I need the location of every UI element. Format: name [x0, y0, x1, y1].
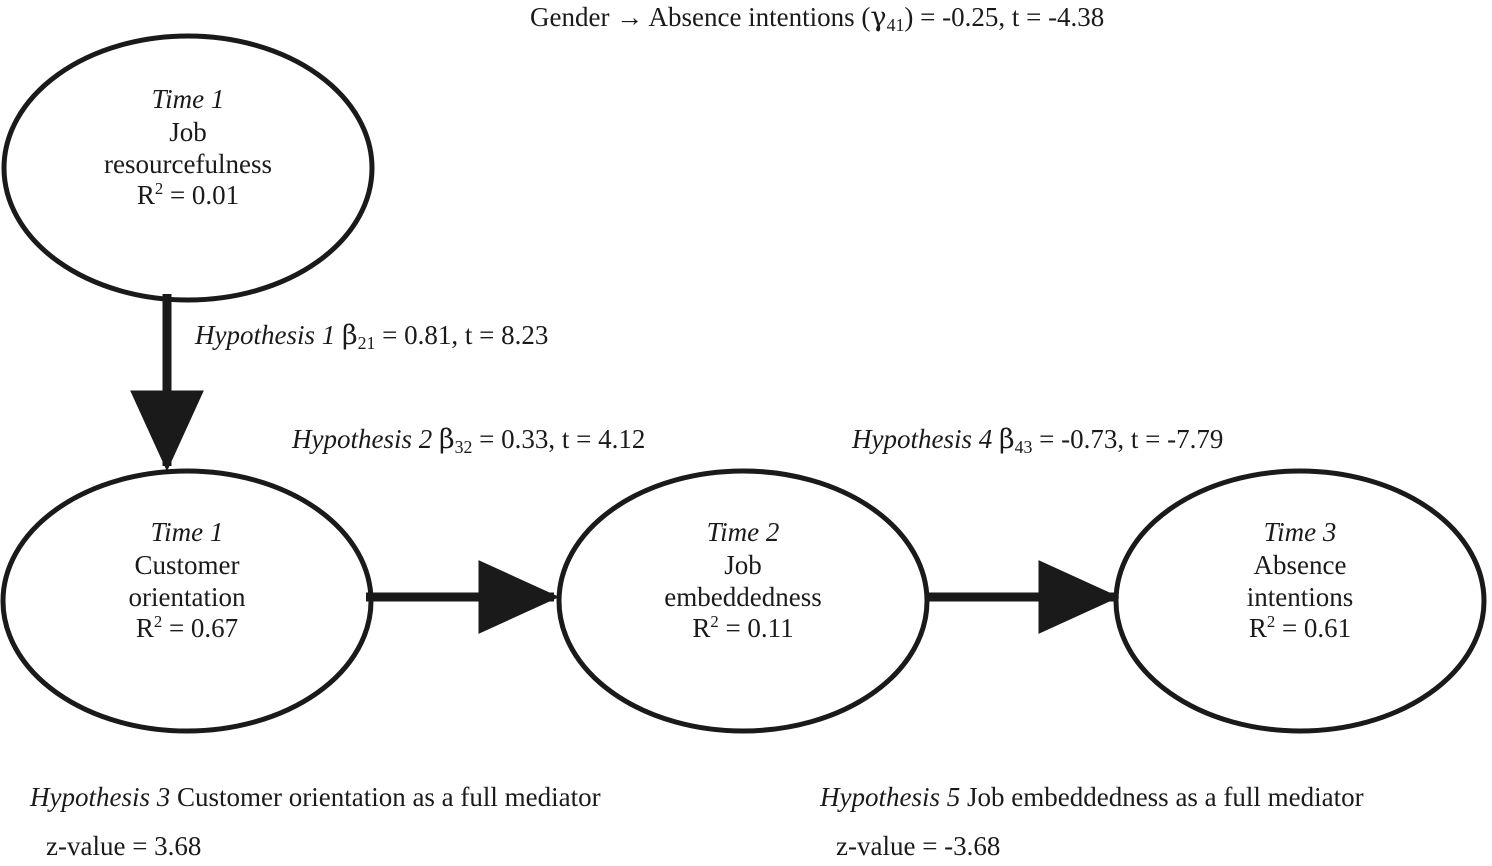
beta-subscript: 21 [357, 332, 376, 353]
hypothesis-name: Hypothesis 5 [820, 782, 961, 812]
node-ellipse-absence-intentions [1113, 468, 1487, 734]
hypothesis-name: Hypothesis 4 [852, 424, 993, 454]
beta-symbol: β [341, 320, 358, 351]
edge-label-h4: Hypothesis 4 β43 = -0.73, t = -7.79 [852, 424, 1224, 457]
beta-symbol: β [998, 424, 1015, 455]
coefficient-value: = -0.73 [1039, 424, 1118, 454]
node-ellipse-job-embeddedness [556, 468, 930, 734]
z-value-line: z-value = 3.68 [46, 831, 202, 861]
node-ellipse-job-resourcefulness [1, 33, 375, 303]
gamma-subscript: 41 [886, 14, 905, 35]
edge-label-h2: Hypothesis 2 β32 = 0.33, t = 4.12 [292, 424, 646, 457]
top-note-lead: Gender → Absence intentions ( [530, 2, 871, 32]
hypothesis-name: Hypothesis 1 [195, 320, 336, 350]
top-note-gender-effect: Gender → Absence intentions (γ41) = -0.2… [530, 2, 1105, 35]
hypothesis-statement: Job embeddedness as a full mediator [966, 782, 1364, 812]
footnote-h3: Hypothesis 3 Customer orientation as a f… [30, 782, 601, 862]
gamma-symbol: γ [870, 2, 887, 33]
beta-subscript: 32 [454, 436, 473, 457]
t-value: , t = 8.23 [451, 320, 549, 350]
t-value: , t = -7.79 [1117, 424, 1224, 454]
edge-label-h1: Hypothesis 1 β21 = 0.81, t = 8.23 [195, 320, 549, 353]
beta-subscript: 43 [1014, 436, 1033, 457]
node-ellipse-customer-orientation [0, 468, 374, 734]
hypothesis-name: Hypothesis 3 [30, 782, 171, 812]
beta-symbol: β [438, 424, 455, 455]
coefficient-value: = 0.81 [382, 320, 452, 350]
coefficient-value: = 0.33 [479, 424, 549, 454]
t-value: , t = 4.12 [548, 424, 646, 454]
footnote-h5: Hypothesis 5 Job embeddedness as a full … [820, 782, 1364, 862]
z-value-line: z-value = -3.68 [836, 831, 1001, 861]
hypothesis-statement: Customer orientation as a full mediator [176, 782, 601, 812]
top-note-tail: ) = -0.25, t = -4.38 [904, 2, 1105, 32]
hypothesis-name: Hypothesis 2 [292, 424, 433, 454]
